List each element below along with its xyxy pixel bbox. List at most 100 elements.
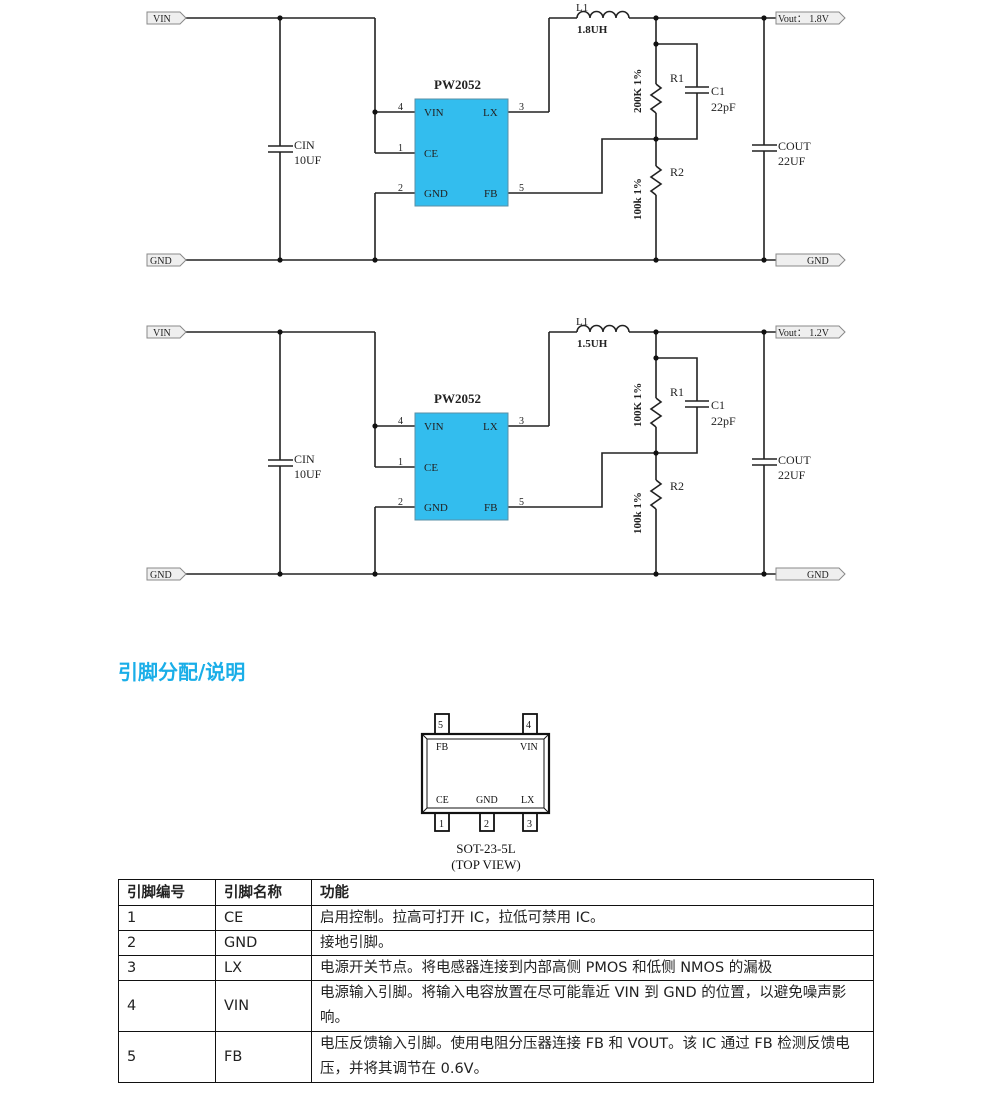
r2-value: 100k 1% [632,178,644,220]
pin-desc-cell: 电源输入引脚。将输入电容放置在尽可能靠近 VIN 到 GND 的位置，以避免噪声… [311,980,874,1032]
c1-top-wire [656,357,698,401]
header-function: 功能 [311,879,874,906]
pin-number-3: 3 [519,416,524,427]
cin-value: 10UF [294,153,322,167]
junction-dot [277,15,283,21]
pin-desc-cell: 启用控制。拉高可打开 IC，拉低可禁用 IC。 [311,905,874,931]
schematic-1v8: VIN GND Vout： 1.8V GND PW2052 VIN CE GND… [0,0,991,290]
c1-value: 22pF [711,100,736,114]
c1-value: 22pF [711,414,736,428]
chip-pin-lx: LX [483,421,498,433]
package-view: (TOP VIEW) [451,857,520,872]
inductor-coil [576,324,630,333]
pin-name-cell: VIN [215,980,312,1032]
pin-number-cell: 5 [118,1031,216,1083]
table-row: 5 FB 电压反馈输入引脚。使用电阻分压器连接 FB 和 VOUT。该 IC 通… [118,1031,874,1083]
pin-number-1: 1 [398,143,403,154]
pin-label-gnd: GND [476,795,498,806]
pin-number-5: 5 [519,183,524,194]
vin-port-label: VIN [153,328,171,339]
package-diagram: 5 4 FB VIN CE GND LX 1 2 3 SOT-23-5L (TO… [420,713,551,872]
pin-number-5: 5 [438,720,443,731]
junction-dot [653,329,659,335]
cin-value: 10UF [294,467,322,481]
schematic-diagram: VIN GND Vout： 1.2V GND PW2052 VIN CE GND… [146,316,846,581]
r1-value: 200K 1% [632,69,644,113]
cin-ref: CIN [294,452,315,466]
cout-value: 22UF [778,154,806,168]
vout-port-label: Vout： 1.2V [778,328,830,339]
r1-ref: R1 [670,71,684,85]
junction-dot [372,109,378,115]
pin-number-4: 4 [526,720,531,731]
pin-name-cell: CE [215,905,312,931]
gnd-port-left [146,253,187,267]
chip-body [414,98,509,207]
table-row: 2 GND 接地引脚。 [118,930,874,956]
fb-wire [508,93,698,194]
c1-top-wire [656,43,698,87]
header-pin-number: 引脚编号 [118,879,216,906]
junction-dot [653,15,659,21]
chip-pin-lx: LX [483,107,498,119]
pin-number-1: 1 [398,457,403,468]
chip-pin-vin: VIN [424,421,444,433]
junction-dot [653,355,659,361]
vout-port-label: Vout： 1.8V [778,14,830,25]
pin-number-3: 3 [527,819,532,830]
junction-dot [653,41,659,47]
pin-number-4: 4 [398,102,403,113]
pin-desc-cell: 接地引脚。 [311,930,874,956]
junction-dot [277,329,283,335]
r2-value: 100k 1% [632,492,644,534]
section-title: 引脚分配/说明 [118,660,246,684]
gnd-port-left [146,567,187,581]
c1-ref: C1 [711,398,725,412]
gnd-port-right [775,567,846,581]
pin-desc-cell: 电源开关节点。将电感器连接到内部高侧 PMOS 和低侧 NMOS 的漏极 [311,955,874,981]
l1-ref: L1 [576,316,588,328]
junction-dot [761,257,767,263]
pin-label-vin: VIN [520,742,538,753]
table-row: 3 LX 电源开关节点。将电感器连接到内部高侧 PMOS 和低侧 NMOS 的漏… [118,955,874,981]
vin-port [146,11,187,25]
vin-port-label: VIN [153,14,171,25]
r1-resistor [649,397,663,428]
pin-table: 引脚编号 引脚名称 功能 1 CE 启用控制。拉高可打开 IC，拉低可禁用 IC… [118,879,874,1083]
pin-number-cell: 2 [118,930,216,956]
junction-dot [761,571,767,577]
l1-value: 1.8UH [577,24,608,36]
pin-number-cell: 4 [118,980,216,1032]
cout-ref: COUT [778,453,811,467]
table-header-row: 引脚编号 引脚名称 功能 [118,879,874,906]
gnd-port-right-label: GND [807,570,829,581]
schematic-diagram: VIN GND Vout： 1.8V GND PW2052 VIN CE GND… [146,2,846,267]
junction-dot [277,257,283,263]
gnd-port-right-label: GND [807,256,829,267]
junction-dot [653,257,659,263]
pin-number-5: 5 [519,497,524,508]
inductor-coil [576,10,630,19]
chip-name: PW2052 [434,391,481,406]
header-pin-name: 引脚名称 [215,879,312,906]
cin-ref: CIN [294,138,315,152]
r2-resistor [649,479,663,510]
l1-value: 1.5UH [577,338,608,350]
pin-number-2: 2 [398,497,403,508]
pin-number-2: 2 [398,183,403,194]
r2-ref: R2 [670,165,684,179]
chip-body [414,412,509,521]
junction-dot [653,571,659,577]
pin-name-cell: LX [215,955,312,981]
pin-number-cell: 1 [118,905,216,931]
pin-number-3: 3 [519,102,524,113]
pin-label-ce: CE [436,795,449,806]
chip-pin-ce: CE [424,148,438,160]
junction-dot [372,423,378,429]
chip-pin-gnd: GND [424,188,448,200]
junction-dot [653,450,659,456]
vout-port [775,325,846,339]
schematic-1v2: VIN GND Vout： 1.2V GND PW2052 VIN CE GND… [0,314,991,604]
cout-ref: COUT [778,139,811,153]
chip-name: PW2052 [434,77,481,92]
